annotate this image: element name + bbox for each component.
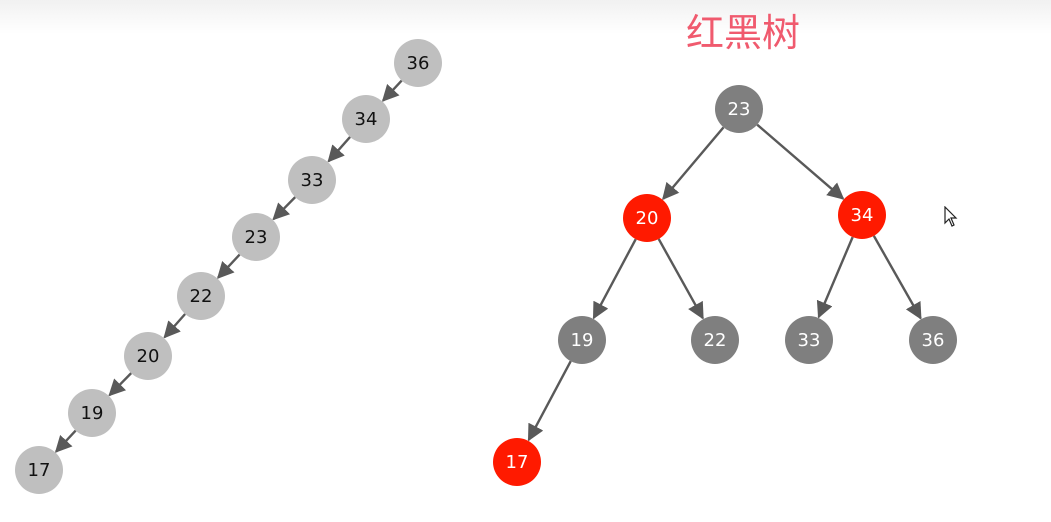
diagram-title: 红黑树 <box>686 11 801 55</box>
chain-node-33: 33 <box>288 156 336 204</box>
chain-edge <box>163 313 187 339</box>
chain-node-36-label: 36 <box>407 53 430 74</box>
mouse-pointer-icon <box>944 206 958 227</box>
chain-edge <box>272 196 297 221</box>
tree-node-17-circle <box>493 438 541 486</box>
chain-node-20-label: 20 <box>137 346 160 367</box>
chain-nodes: 36 34 33 23 22 20 19 17 <box>15 39 442 494</box>
chain-edge <box>216 253 241 279</box>
chain-node-17-circle <box>15 446 63 494</box>
chain-node-33-circle <box>288 156 336 204</box>
chain-node-19-label: 19 <box>81 403 104 424</box>
chain-node-36: 36 <box>394 39 442 87</box>
chain-node-22: 22 <box>177 272 225 320</box>
tree-node-36-label: 36 <box>922 330 945 351</box>
chain-node-23-circle <box>232 213 280 261</box>
top-band <box>0 0 1051 34</box>
tree-node-33-circle <box>785 316 833 364</box>
tree-node-22-circle <box>691 316 739 364</box>
chain-node-36-circle <box>394 39 442 87</box>
tree-edge-n19-n17 <box>527 360 572 442</box>
tree-node-19-circle <box>558 316 606 364</box>
chain-node-33-label: 33 <box>301 170 324 191</box>
tree-node-23-label: 23 <box>728 99 751 120</box>
tree-node-17-label: 17 <box>506 452 529 473</box>
tree-edge-n20-n22 <box>657 238 704 320</box>
chain-node-19-circle <box>68 389 116 437</box>
chain-node-34-circle <box>342 95 390 143</box>
tree-node-19-label: 19 <box>571 330 594 351</box>
tree-node-20: 20 <box>623 194 671 242</box>
chain-edge <box>381 79 403 102</box>
chain-node-17-label: 17 <box>28 460 51 481</box>
chain-node-20: 20 <box>124 332 172 380</box>
tree-edge-n23-n34 <box>756 123 845 200</box>
chain-edge <box>108 372 133 397</box>
tree-node-34-label: 34 <box>851 205 874 226</box>
tree-edge-n23-n20 <box>662 126 725 201</box>
tree-node-34-circle <box>838 191 886 239</box>
chain-node-20-circle <box>124 332 172 380</box>
tree-nodes: 23 20 34 19 22 33 36 17 <box>493 85 957 486</box>
tree-node-20-circle <box>623 194 671 242</box>
tree-node-22: 22 <box>691 316 739 364</box>
tree-node-23-circle <box>715 85 763 133</box>
tree-node-36-circle <box>909 316 957 364</box>
tree-node-33: 33 <box>785 316 833 364</box>
chain-node-23-label: 23 <box>245 227 268 248</box>
tree-node-36: 36 <box>909 316 957 364</box>
tree-edge-n34-n36 <box>872 235 922 320</box>
tree-node-34: 34 <box>838 191 886 239</box>
chain-node-19: 19 <box>68 389 116 437</box>
chain-edge <box>54 429 77 453</box>
tree-node-22-label: 22 <box>704 330 727 351</box>
tree-edge-n20-n19 <box>592 238 637 320</box>
chain-edge <box>327 136 351 163</box>
tree-node-23: 23 <box>715 85 763 133</box>
chain-node-34-label: 34 <box>355 109 378 130</box>
tree-node-19: 19 <box>558 316 606 364</box>
tree-edge-n34-n33 <box>816 236 854 319</box>
tree-edges <box>527 123 922 442</box>
tree-node-17: 17 <box>493 438 541 486</box>
chain-node-22-circle <box>177 272 225 320</box>
tree-node-20-label: 20 <box>636 208 659 229</box>
chain-edges <box>54 79 403 453</box>
chain-node-22-label: 22 <box>190 286 213 307</box>
tree-node-33-label: 33 <box>798 330 821 351</box>
chain-node-23: 23 <box>232 213 280 261</box>
chain-node-34: 34 <box>342 95 390 143</box>
chain-node-17: 17 <box>15 446 63 494</box>
